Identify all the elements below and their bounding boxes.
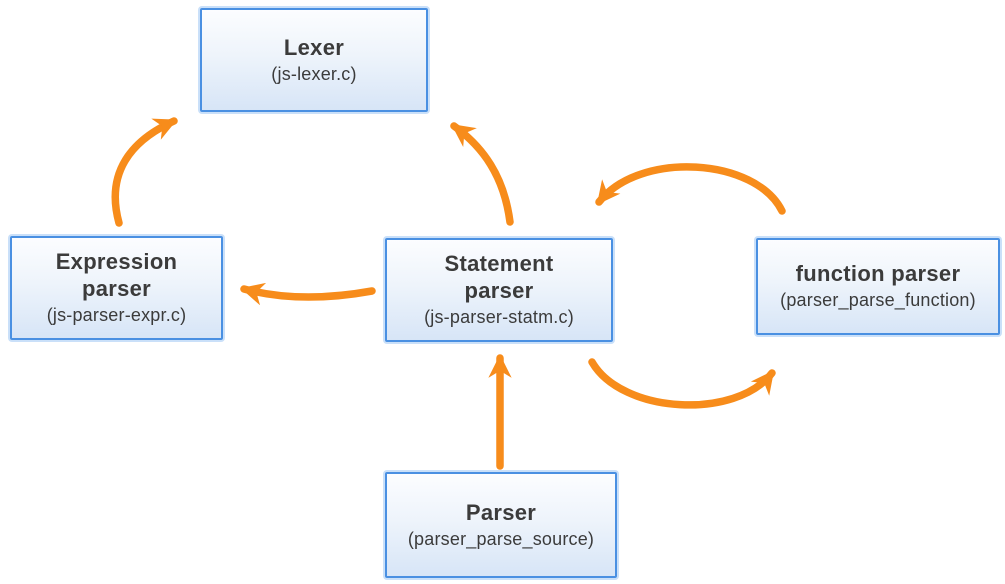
arrow-statement-parser-to-expression-parser [240,282,376,306]
title-line: Lexer [283,34,345,60]
box-lexer-subtitle: (js-lexer.c) [271,63,357,84]
arrow-function-parser-to-statement-parser [595,163,786,215]
title-line: parser [464,278,534,303]
title-line: function parser [795,261,961,286]
box-expression-parser-subtitle: (js-parser-expr.c) [46,305,187,325]
arrow-statement-parser-to-lexer [450,122,514,226]
box-expression-parser: Expression parser (js-parser-expr.c) [10,236,223,340]
box-lexer-title: Lexer [284,34,344,61]
box-expression-parser-title: Expression parser [56,248,178,302]
arrow-expression-parser-to-lexer [111,117,178,227]
box-function-parser-title: function parser [796,260,961,287]
box-function-parser-subtitle: (parser_parse_function) [780,290,976,310]
title-line: Expression [55,249,178,274]
title-line: Statement [444,251,554,276]
box-lexer: Lexer (js-lexer.c) [200,8,428,112]
box-parser: Parser (parser_parse_source) [385,472,617,578]
box-function-parser: function parser (parser_parse_function) [756,238,1000,335]
title-line: parser [81,276,152,301]
title-line: Parser [465,499,537,525]
box-statement-parser-title: Statement parser [444,250,553,304]
box-statement-parser-subtitle: (js-parser-statm.c) [424,307,574,327]
box-parser-title: Parser [466,499,536,526]
arrow-statement-parser-to-function-parser [588,358,776,409]
box-parser-subtitle: (parser_parse_source) [407,528,595,549]
box-statement-parser: Statement parser (js-parser-statm.c) [385,238,613,342]
